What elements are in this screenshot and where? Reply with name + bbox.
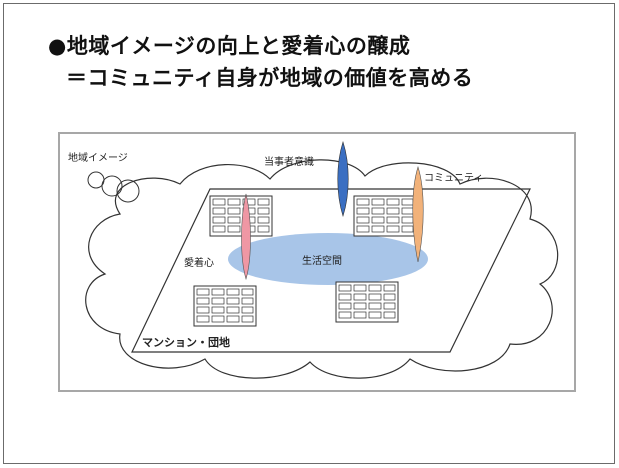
thought-circle-2 [101,175,123,197]
building-bottom-right [335,281,399,323]
living-space-bubble [228,233,428,285]
label-aichaku: 愛着心 [184,258,214,269]
ground-plane [131,188,531,353]
thought-circle-3 [116,179,140,203]
label-mansion: マンション・団地 [142,336,230,349]
building-top-right [353,195,417,237]
label-area-image: 地域イメージ [68,153,128,164]
diagram-canvas [85,141,559,379]
label-community: コミュニティ [424,173,484,184]
slide: ●地域イメージの向上と愛着心の醸成 ＝コミュニティ自身が地域の価値を高める [3,3,615,464]
label-tojisha: 当事者意識 [264,157,314,168]
slide-title-line1: ●地域イメージの向上と愛着心の醸成 [48,34,411,58]
blue-balloon [337,141,349,217]
slide-title-line2: ＝コミュニティ自身が地域の価値を高める [66,66,474,90]
building-top-left [209,195,273,237]
building-bottom-left [193,285,257,327]
pink-balloon [241,193,251,281]
orange-balloon [412,166,424,263]
label-seikatsu: 生活空間 [302,256,342,267]
cloud-outline [85,159,559,379]
diagram: 地域イメージ 当事者意識 コミュニティ 愛着心 生活空間 マンション・団地 [58,132,576,392]
